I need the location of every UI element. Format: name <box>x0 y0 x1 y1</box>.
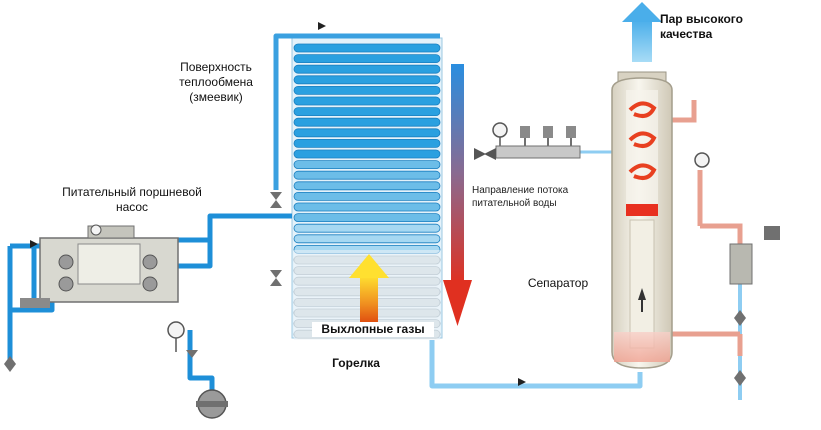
coil-ring <box>293 54 441 63</box>
coil-ring <box>293 128 441 138</box>
steam-output-arrow <box>622 2 662 62</box>
coil-ring <box>293 234 441 244</box>
booster-pump <box>196 389 228 419</box>
coil-ring <box>293 160 441 170</box>
coil-ring <box>293 213 441 223</box>
label-heat-exchange-surface: Поверхность теплообмена (змеевик) <box>179 60 253 104</box>
coil-ring <box>293 202 441 212</box>
small-flow-arrows <box>30 22 526 386</box>
label-separator: Сепаратор <box>527 276 589 290</box>
coil-ring <box>293 107 441 116</box>
exhaust-flame-arrow <box>349 254 389 322</box>
label-high-quality-steam: Пар высокого качества <box>660 12 743 41</box>
separator-swirls <box>628 101 657 180</box>
label-exhaust-gases: Выхлопные газы <box>312 322 434 337</box>
coil-ring <box>293 181 441 191</box>
label-feedwater-flow-direction: Направление потока питательной воды <box>472 185 569 209</box>
coil-ring <box>293 86 441 95</box>
control-manifold <box>474 126 581 160</box>
coil-ring <box>293 223 441 233</box>
pressure-gauges <box>167 122 710 352</box>
valves-left <box>186 192 282 358</box>
label-feed-pump: Питательный поршневой насос <box>62 185 202 214</box>
feed-pump-block <box>39 224 179 303</box>
label-burner: Горелка <box>332 356 380 370</box>
coil-ring <box>293 43 441 53</box>
pump-base-unit <box>4 298 50 372</box>
coil-ring <box>293 117 441 127</box>
coil-ring <box>293 96 441 106</box>
separator-vessel <box>611 71 673 369</box>
feedwater-flow-arrow <box>443 64 472 326</box>
coil-ring <box>293 64 441 74</box>
coil-ring <box>293 138 441 148</box>
coil-ring <box>293 75 441 85</box>
coil-ring <box>293 191 441 201</box>
right-filter <box>729 226 780 386</box>
steam-pipes <box>666 100 743 356</box>
coil-ring <box>293 149 441 159</box>
coil-ring <box>293 170 441 180</box>
